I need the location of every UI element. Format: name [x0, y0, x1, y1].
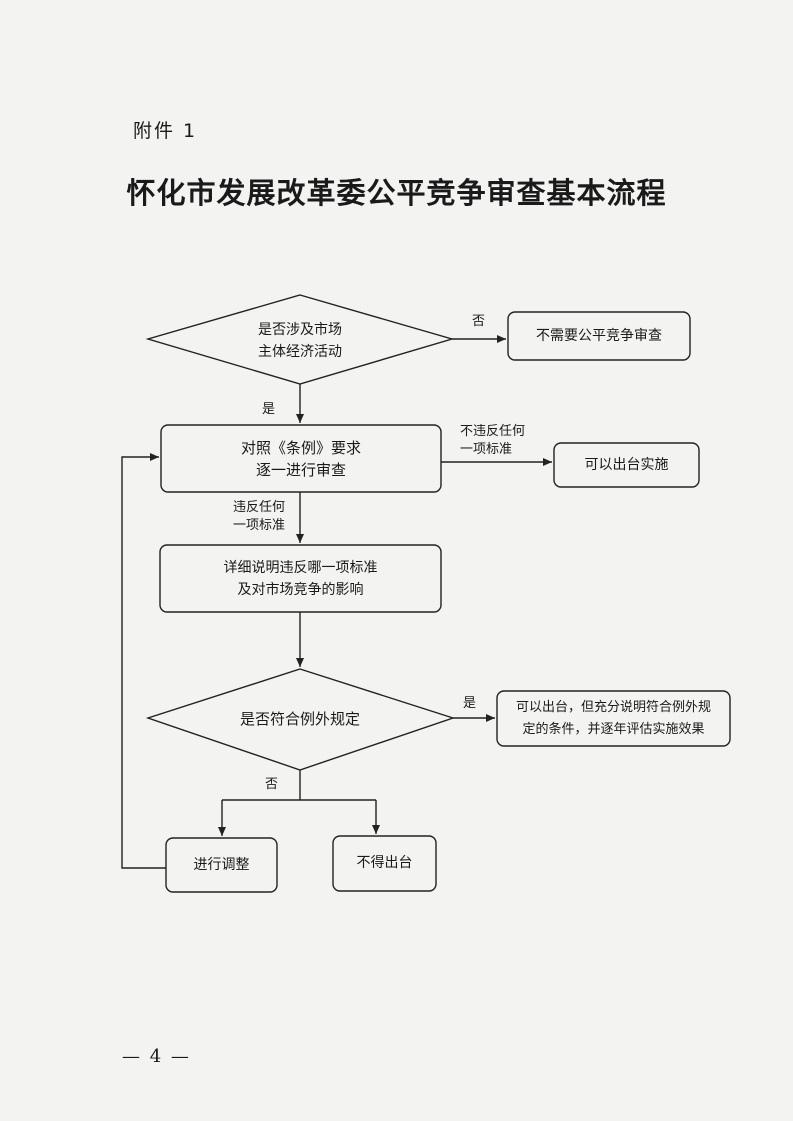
decision-line-1: 是否涉及市场	[258, 322, 342, 338]
review-line-1: 对照《条例》要求	[240, 439, 361, 457]
adjust-text: 进行调整	[193, 857, 250, 873]
not-issue-box	[332, 835, 437, 892]
edge-label-yes-2: 是	[463, 696, 477, 711]
review-line-2: 逐一进行审查	[255, 461, 346, 479]
no-review-box	[507, 311, 691, 361]
decision-line-2: 主体经济活动	[258, 344, 342, 360]
can-issue-box	[553, 442, 700, 488]
exception-line-2: 定的条件，并逐年评估实施效果	[522, 722, 705, 737]
can-issue-text: 可以出台实施	[584, 457, 669, 473]
decision-exception: 是否符合例外规定	[239, 710, 360, 728]
violation-line-2: 一项标准	[233, 518, 286, 533]
exception-text: 可以出台，但充分说明符合例外规 定的条件，并逐年评估实施效果	[497, 697, 730, 741]
edge-label-violation: 违反任何 一项标准	[233, 499, 285, 535]
review-box	[160, 424, 442, 493]
no-violation-line-2: 一项标准	[460, 442, 513, 457]
adjust-box	[165, 837, 278, 893]
explain-text: 详细说明违反哪一项标准 及对市场竞争的影响	[160, 557, 441, 601]
page-number: — 4 —	[122, 1046, 191, 1067]
no-violation-line-1: 不违反任何	[460, 424, 526, 439]
edge-label-no-2: 否	[265, 777, 279, 792]
decision-involves-market: 是否涉及市场 主体经济活动	[220, 319, 380, 363]
page-title: 怀化市发展改革委公平竞争审查基本流程	[126, 176, 667, 210]
edge-label-yes-1: 是	[262, 402, 276, 417]
attachment-label: 附件 1	[133, 120, 198, 142]
review-text: 对照《条例》要求 逐一进行审查	[161, 437, 441, 481]
explain-line-1: 详细说明违反哪一项标准	[223, 560, 378, 576]
arrow-feedback-loop	[121, 453, 166, 869]
edge-label-no-1: 否	[472, 314, 486, 329]
explain-line-2: 及对市场竞争的影响	[237, 582, 364, 598]
exception-box	[496, 690, 731, 747]
exception-line-1: 可以出台，但充分说明符合例外规	[515, 700, 711, 715]
violation-line-1: 违反任何	[233, 500, 286, 515]
no-review-text: 不需要公平竞争审查	[536, 328, 662, 344]
not-issue-text: 不得出台	[356, 855, 413, 871]
edge-label-no-violation: 不违反任何 一项标准	[460, 423, 525, 459]
